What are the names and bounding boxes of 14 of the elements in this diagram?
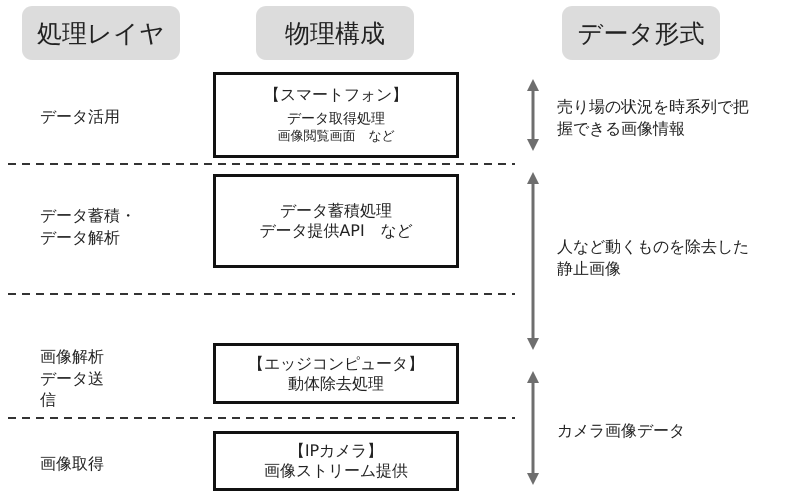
layer-label: データ蓄積・データ解析 [40,205,137,248]
layer-label: 画像解析データ送信 [40,346,105,411]
header-box: データ形式 [562,6,720,60]
format-label: 売り場の状況を時系列で把握できる画像情報 [557,96,750,140]
component-box: 【エッジコンピュータ】 動体除去処理 [213,343,459,404]
format-label: カメラ画像データ [557,420,686,442]
header-box: 処理レイヤ [22,6,180,60]
component-box: データ蓄積処理 データ提供API など [213,174,459,268]
format-label: 人など動くものを除去した静止画像 [557,236,750,280]
component-box: 【スマートフォン】 データ取得処理 画像閲覧画面 など [213,72,459,158]
layer-label: データ活用 [40,106,121,128]
layer-label: 画像取得 [40,453,105,475]
header-box: 物理構成 [256,6,414,60]
component-box: 【IPカメラ】 画像ストリーム提供 [213,431,459,491]
